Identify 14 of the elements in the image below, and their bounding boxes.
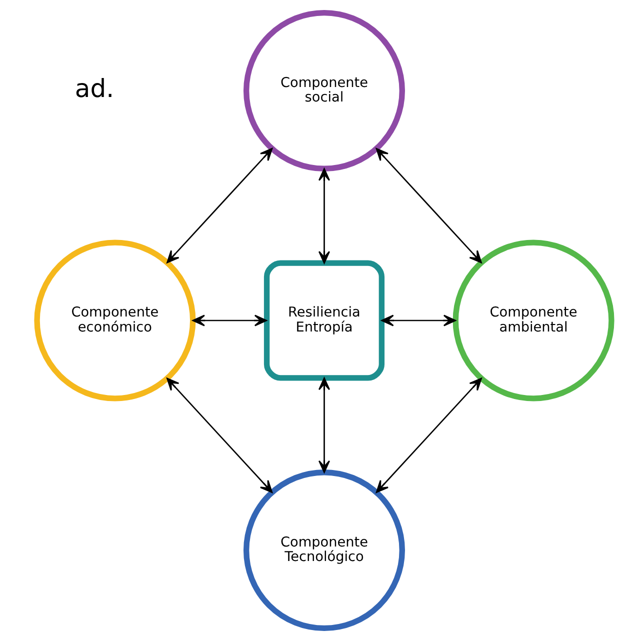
arrow (376, 378, 482, 493)
arrow (318, 168, 330, 264)
arrow (166, 148, 273, 264)
arrow (166, 378, 273, 493)
node-circle: Componente ambiental (452, 240, 614, 402)
arrow (192, 314, 267, 326)
node-circle: Componente Tecnológico (243, 470, 405, 632)
arrow (381, 314, 456, 326)
arrow (318, 377, 330, 473)
node-circle: Componente económico (34, 240, 196, 402)
node-circle: Componente social (243, 10, 405, 172)
label: ad. (74, 74, 114, 104)
node-box: Resiliencia Entropía (264, 260, 385, 381)
arrow (376, 148, 482, 264)
